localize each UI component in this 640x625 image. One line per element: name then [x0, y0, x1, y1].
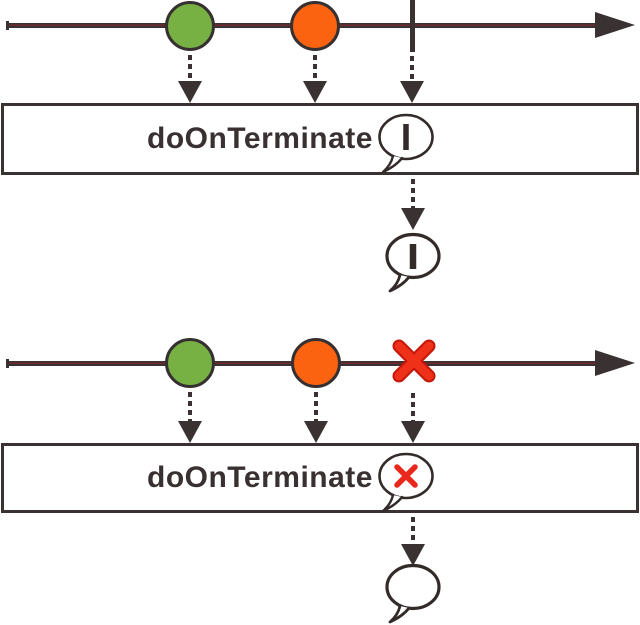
- green-marble: [165, 1, 215, 51]
- dashed-arrow-error-to-box: [401, 393, 425, 443]
- dashed-arrow-box-to-output-bubble: [401, 517, 425, 566]
- operator-label: doOnTerminate: [147, 461, 373, 494]
- dashed-arrow-orange-to-box: [304, 392, 328, 443]
- operator-label: doOnTerminate: [147, 122, 373, 155]
- complete-output-speech-bubble-icon: [385, 232, 441, 293]
- dashed-line: [410, 56, 414, 81]
- dashed-line: [188, 55, 192, 81]
- dashed-arrow-orange-to-box: [303, 55, 327, 103]
- timeline-start-tick: [6, 359, 9, 368]
- dashed-arrow-green-to-box: [178, 392, 202, 443]
- green-marble: [165, 338, 215, 388]
- operator-box-top: doOnTerminate: [1, 103, 639, 175]
- complete-marker: [410, 0, 415, 52]
- arrowhead-down-icon: [178, 81, 202, 103]
- orange-marble: [291, 338, 341, 388]
- dashed-line: [411, 517, 415, 544]
- complete-speech-bubble-icon: [378, 113, 434, 174]
- timeline-arrowhead-icon: [595, 12, 635, 38]
- arrowhead-down-icon: [401, 544, 425, 566]
- dashed-line: [411, 393, 415, 421]
- dashed-arrow-box-to-output-bubble: [401, 179, 425, 230]
- dashed-line: [188, 392, 192, 421]
- arrowhead-down-icon: [304, 421, 328, 443]
- arrowhead-down-icon: [401, 208, 425, 230]
- dashed-line: [313, 55, 317, 81]
- arrowhead-down-icon: [401, 421, 425, 443]
- operator-box-bottom: doOnTerminate: [1, 443, 639, 513]
- arrowhead-down-icon: [400, 81, 424, 103]
- error-speech-bubble-icon: [378, 452, 434, 513]
- arrowhead-down-icon: [303, 81, 327, 103]
- dashed-arrow-complete-to-box: [400, 56, 424, 103]
- empty-output-speech-bubble-icon: [385, 563, 441, 624]
- dashed-line: [411, 179, 415, 208]
- orange-marble: [290, 1, 340, 51]
- dashed-arrow-green-to-box: [178, 55, 202, 103]
- error-x-marker-icon: [392, 339, 436, 383]
- dashed-line: [314, 392, 318, 421]
- arrowhead-down-icon: [178, 421, 202, 443]
- timeline-arrowhead-icon: [595, 350, 635, 376]
- timeline-start-tick: [6, 21, 9, 30]
